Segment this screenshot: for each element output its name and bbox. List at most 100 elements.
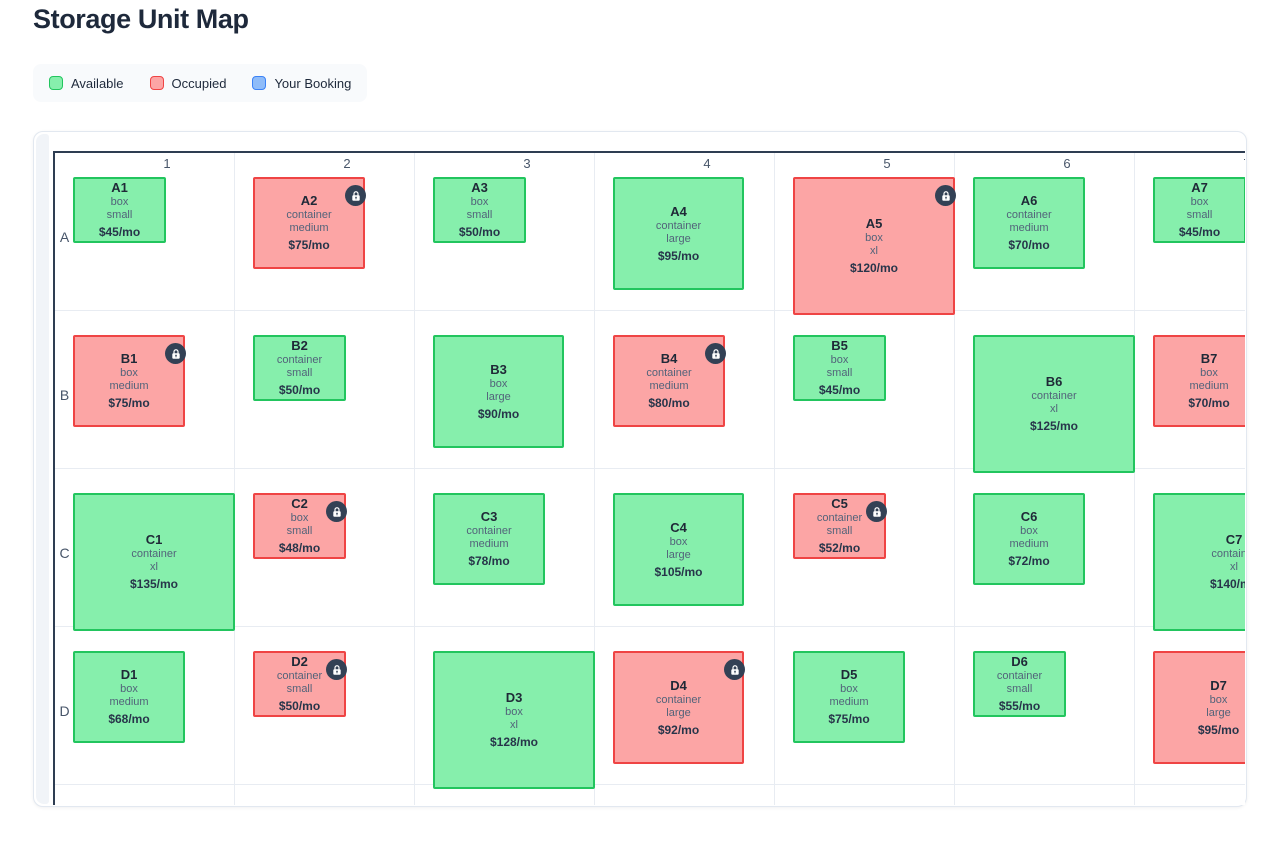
grid-cell <box>1135 785 1245 805</box>
unit-size: xl <box>1230 561 1238 573</box>
unit-price: $75/mo <box>828 712 870 726</box>
unit-kind: container <box>1211 548 1245 560</box>
unit-price: $48/mo <box>278 541 321 555</box>
unit-kind: box <box>865 232 883 244</box>
grid-cell <box>55 627 235 785</box>
unit-price: $45/mo <box>1178 225 1221 239</box>
unit-kind: container <box>466 525 512 537</box>
unit-kind: container <box>655 693 702 706</box>
lock-icon <box>326 659 347 680</box>
unit-size: small <box>286 525 313 537</box>
unit-size: medium <box>829 696 869 708</box>
unit-size: small <box>286 683 313 695</box>
grid-cell <box>235 469 415 627</box>
unit-price: $125/mo <box>1029 419 1079 433</box>
unit-id: C3 <box>480 509 498 524</box>
storage-unit-C7[interactable]: C7containerxl$140/mo <box>1153 493 1245 631</box>
unit-id: B7 <box>1200 351 1218 366</box>
grid-cell <box>595 153 775 311</box>
storage-map-card: 1234567ABCDA1boxsmall$45/moA2containerme… <box>33 131 1247 807</box>
unit-kind: box <box>110 196 129 208</box>
unit-price: $70/mo <box>1008 238 1050 252</box>
unit-price: $45/mo <box>818 383 861 397</box>
unit-price: $50/mo <box>278 699 321 713</box>
grid-cell <box>955 469 1135 627</box>
grid-cell <box>955 785 1135 805</box>
unit-size: xl <box>870 245 878 257</box>
row-label-C: C <box>59 545 70 561</box>
unit-id: D6 <box>1011 654 1028 669</box>
unit-id: A4 <box>670 203 687 219</box>
row-label-D: D <box>59 703 70 719</box>
grid-cell <box>775 785 955 805</box>
grid-cell <box>595 311 775 469</box>
legend-swatch-available <box>49 76 63 90</box>
unit-size: xl <box>510 719 518 731</box>
unit-kind: box <box>1020 525 1038 537</box>
unit-id: D4 <box>670 677 687 693</box>
lock-icon <box>705 343 726 364</box>
unit-size: medium <box>109 380 149 392</box>
unit-price: $55/mo <box>998 699 1041 713</box>
unit-id: D7 <box>1210 677 1227 693</box>
unit-id: B5 <box>831 338 848 353</box>
unit-kind: box <box>290 512 309 524</box>
unit-id: A7 <box>1191 180 1208 195</box>
unit-id: C2 <box>291 496 308 511</box>
unit-kind: container <box>655 219 702 232</box>
grid-cell <box>415 153 595 311</box>
unit-kind: box <box>120 367 138 379</box>
unit-id: C1 <box>145 532 163 547</box>
unit-size: large <box>666 232 691 245</box>
unit-size: large <box>666 548 691 561</box>
column-label-7: 7 <box>1227 156 1245 171</box>
unit-size: small <box>466 209 493 221</box>
unit-price: $45/mo <box>98 225 141 239</box>
column-label-5: 5 <box>883 156 891 171</box>
unit-price: $120/mo <box>849 261 899 275</box>
unit-kind: box <box>1200 367 1218 379</box>
unit-size: medium <box>1009 538 1049 550</box>
grid-cell <box>55 311 235 469</box>
column-label-4: 4 <box>703 156 711 171</box>
lock-icon <box>326 501 347 522</box>
grid-cell <box>775 311 955 469</box>
unit-price: $78/mo <box>468 554 510 568</box>
unit-id: A3 <box>471 180 488 195</box>
vertical-scrollbar-track[interactable] <box>36 134 49 804</box>
map-viewport[interactable]: 1234567ABCDA1boxsmall$45/moA2containerme… <box>53 151 1245 805</box>
page-title: Storage Unit Map <box>33 4 249 34</box>
unit-kind: box <box>669 535 688 548</box>
unit-kind: container <box>276 354 323 366</box>
grid-cell <box>235 311 415 469</box>
unit-id: C6 <box>1020 509 1038 524</box>
unit-size: xl <box>1050 403 1058 415</box>
row-label-A: A <box>59 229 70 245</box>
unit-size: small <box>1006 683 1033 695</box>
grid-cell <box>415 469 595 627</box>
unit-price: $135/mo <box>129 577 179 591</box>
